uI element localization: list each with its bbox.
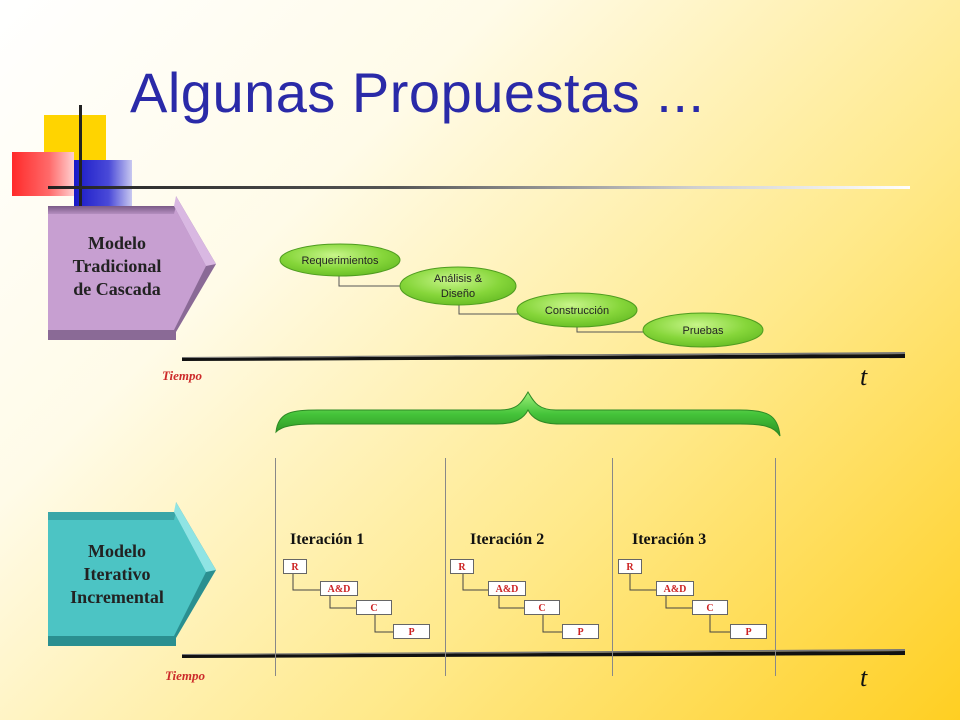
waterfall-model-panel xyxy=(48,196,216,340)
iteration-2-step-ad: A&D xyxy=(488,581,526,596)
iterative-model-panel xyxy=(48,502,216,646)
iteration-3-title: Iteración 3 xyxy=(632,531,707,548)
waterfall-time-axis xyxy=(182,354,905,361)
phase-tests xyxy=(642,312,764,348)
waterfall-model-line-1: Modelo xyxy=(88,233,146,253)
waterfall-model-line-3: de Cascada xyxy=(73,279,161,299)
waterfall-t-label: t xyxy=(860,362,868,391)
iteration-3-step-ad: A&D xyxy=(656,581,694,596)
iteration-2-title: Iteración 2 xyxy=(470,531,545,548)
iterative-t-label: t xyxy=(860,663,868,692)
phase-construction-label: Construcción xyxy=(545,305,609,317)
iterative-model-line-3: Incremental xyxy=(70,587,164,607)
iteration-1-step-c: C xyxy=(356,600,392,615)
phase-analysis-label-2: Diseño xyxy=(441,288,475,300)
iteration-2-step-r: R xyxy=(450,559,474,574)
iteration-3-step-c: C xyxy=(692,600,728,615)
brace-connector xyxy=(275,391,781,437)
iterative-model-line-2: Iterativo xyxy=(83,564,151,584)
phase-requirements-label: Requerimientos xyxy=(301,255,379,267)
waterfall-model-label: Modelo Tradicional de Cascada xyxy=(52,232,182,301)
iteration-3-step-p: P xyxy=(730,624,767,639)
slide-title: Algunas Propuestas ... xyxy=(130,61,705,124)
iteration-separator-4 xyxy=(775,458,776,676)
iteration-1-step-p: P xyxy=(393,624,430,639)
decor-vertical-line xyxy=(79,105,82,220)
waterfall-time-label: Tiempo xyxy=(162,368,202,383)
iterative-model-label: Modelo Iterativo Incremental xyxy=(52,540,182,609)
iteration-1-step-ad: A&D xyxy=(320,581,358,596)
phase-analysis-label-1: Análisis & xyxy=(434,273,483,285)
iteration-separator-2 xyxy=(445,458,446,676)
iteration-1-title: Iteración 1 xyxy=(290,531,365,548)
phase-analysis-design xyxy=(399,266,517,306)
phase-tests-label: Pruebas xyxy=(683,325,724,337)
iterative-model-line-1: Modelo xyxy=(88,541,146,561)
iteration-separator-1 xyxy=(275,458,276,676)
iteration-3-step-r: R xyxy=(618,559,642,574)
iteration-2-step-p: P xyxy=(562,624,599,639)
iteration-connectors xyxy=(292,574,730,633)
iterative-time-label: Tiempo xyxy=(165,668,205,683)
phase-requirements xyxy=(279,243,401,277)
iteration-separator-3 xyxy=(612,458,613,676)
phase-construction xyxy=(516,292,638,328)
iteration-1-step-r: R xyxy=(283,559,307,574)
waterfall-model-line-2: Tradicional xyxy=(72,256,162,276)
iteration-2-step-c: C xyxy=(524,600,560,615)
iterative-time-axis xyxy=(182,651,905,658)
title-underline xyxy=(48,186,910,189)
